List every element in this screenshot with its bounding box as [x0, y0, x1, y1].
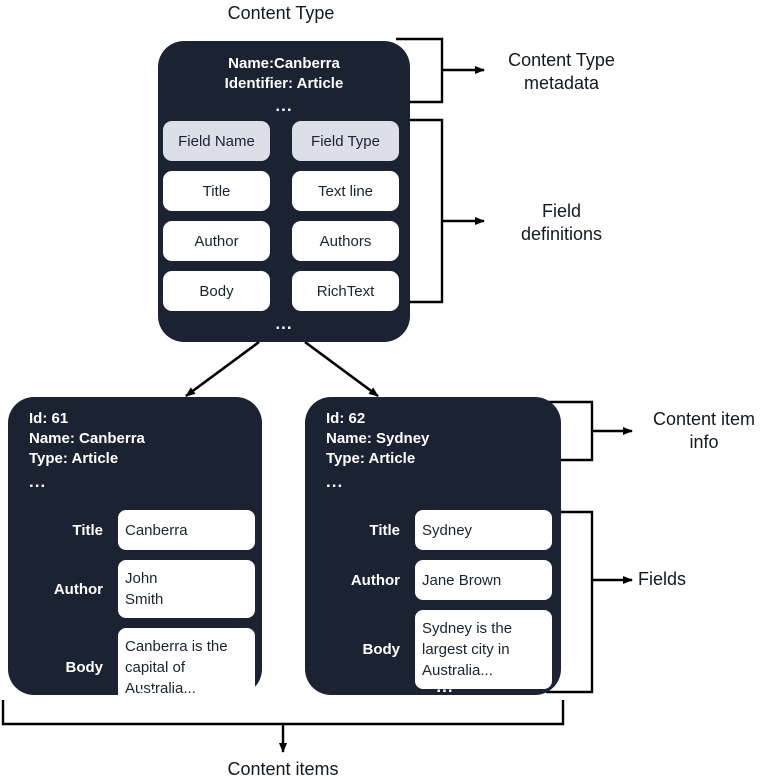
- content-item-ellipsis-top: ...: [29, 472, 47, 491]
- field-label: Body: [362, 641, 401, 658]
- field-row: Title Canberra: [21, 510, 255, 550]
- field-table-header-type: Field Type: [292, 121, 399, 161]
- content-item-type: Type: Article: [29, 450, 119, 467]
- content-item-fields: Title Sydney Author Jane Brown Body Sydn…: [318, 510, 552, 689]
- field-definition-type: Text line: [292, 171, 399, 211]
- field-label: Author: [53, 580, 103, 598]
- field-row: Body Canberra is the capital of Australi…: [21, 628, 255, 707]
- content-item-id: Id: 62: [326, 410, 366, 427]
- content-type-identifier: Identifier: Article: [224, 75, 344, 92]
- field-label: Body: [65, 659, 104, 676]
- field-label: Author: [350, 571, 400, 589]
- field-row: Title Sydney: [318, 510, 552, 550]
- field-row: Author Jane Brown: [318, 560, 552, 600]
- field-value[interactable]: Sydney: [415, 510, 552, 550]
- content-type-ellipsis-bottom: ...: [275, 314, 293, 333]
- content-item-type: Type: Article: [326, 450, 416, 467]
- field-label: Title: [72, 521, 103, 539]
- field-value[interactable]: Sydney is the largest city in Australia.…: [415, 610, 552, 689]
- annotation-content-type-metadata: Content Type metadata: [508, 50, 615, 93]
- page-title-content-items: Content items: [227, 759, 339, 779]
- field-row: Body Sydney is the largest city in Austr…: [318, 610, 552, 689]
- field-definition-name: Title: [163, 171, 270, 211]
- content-type-name: Name:Canberra: [228, 55, 340, 72]
- content-item-name: Name: Canberra: [29, 430, 145, 447]
- field-definition-name: Body: [163, 271, 270, 311]
- content-type-card: Name:Canberra Identifier: Article ... Fi…: [158, 41, 410, 342]
- content-item-card-61: Id: 61 Name: Canberra Type: Article ... …: [8, 397, 262, 707]
- content-item-ellipsis-top: ...: [326, 472, 344, 491]
- field-definition-type: RichText: [292, 271, 399, 311]
- content-item-ellipsis-bottom: ...: [436, 677, 454, 696]
- field-value[interactable]: Jane Brown: [415, 560, 552, 600]
- bracket-content-items: [1, 700, 565, 753]
- content-item-fields: Title Canberra Author John Smith Body Ca…: [21, 510, 255, 707]
- content-item-id: Id: 61: [29, 410, 69, 427]
- field-definition-type: Authors: [292, 221, 399, 261]
- field-row: Author John Smith: [21, 560, 255, 618]
- content-item-name: Name: Sydney: [326, 430, 430, 447]
- content-item-ellipsis-bottom: ...: [139, 677, 157, 696]
- field-table-header-name: Field Name: [163, 121, 270, 161]
- content-type-ellipsis-top: ...: [275, 96, 293, 115]
- annotation-fields: Fields: [638, 569, 687, 589]
- page-title-content-type: Content Type: [227, 3, 335, 23]
- field-value[interactable]: Canberra is the capital of Australia...: [118, 628, 255, 707]
- annotation-field-definitions: Field definitions: [520, 201, 603, 244]
- field-value[interactable]: Canberra: [118, 510, 255, 550]
- field-value[interactable]: John Smith: [118, 560, 255, 618]
- field-definition-name: Author: [163, 221, 270, 261]
- field-definition-table: Field Name Field Type Title Text line Au…: [163, 121, 399, 311]
- annotation-content-item-info: Content item info: [652, 409, 756, 452]
- arrow-to-item-61: [185, 340, 260, 398]
- content-item-card-62: Id: 62 Name: Sydney Type: Article ... Ti…: [305, 397, 561, 695]
- arrow-to-item-62: [304, 340, 379, 398]
- field-label: Title: [369, 521, 400, 539]
